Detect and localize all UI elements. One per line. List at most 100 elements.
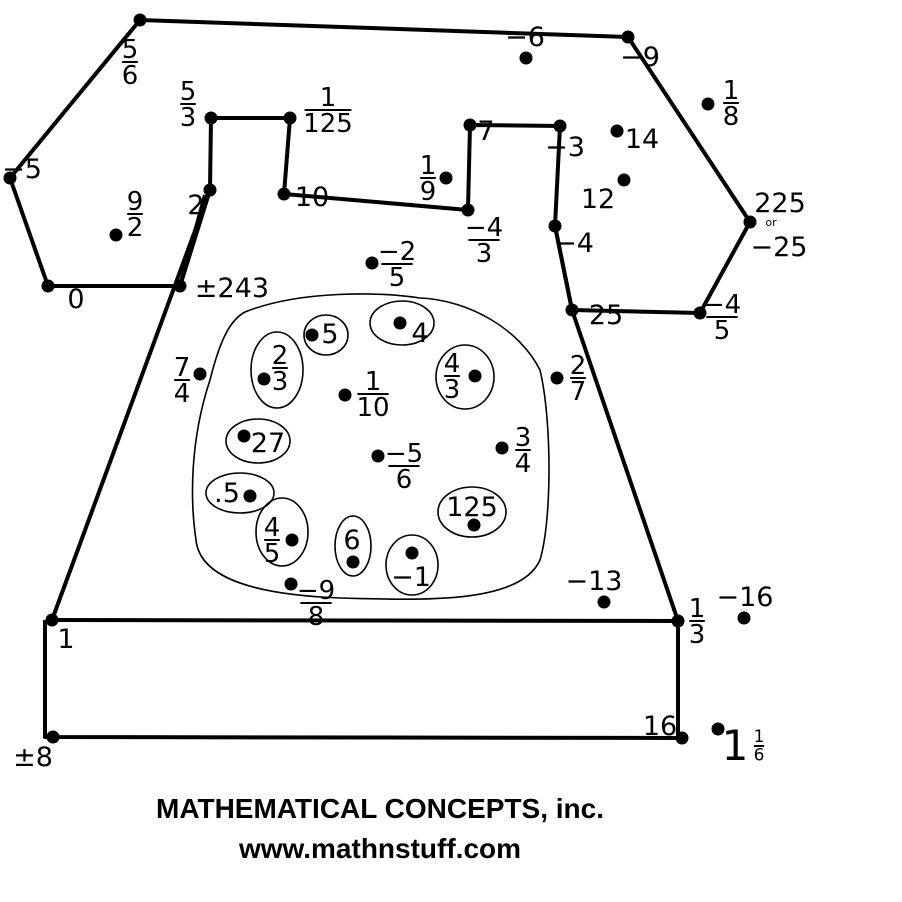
dot	[737, 611, 751, 625]
dot	[277, 187, 291, 201]
dot	[203, 183, 217, 197]
fraction-label: 92	[127, 187, 144, 243]
number-label: 5	[321, 319, 338, 350]
label-text: 12	[581, 184, 615, 215]
dot	[243, 489, 257, 503]
dot	[405, 546, 419, 560]
denominator: 3	[180, 103, 197, 133]
denominator: 7	[570, 377, 587, 407]
numerator: 4	[264, 513, 281, 543]
fraction-label: 18	[723, 76, 740, 132]
dot	[204, 111, 218, 125]
denominator: 9	[420, 177, 437, 207]
numerator: −4	[703, 290, 741, 320]
number-label: 125	[446, 492, 498, 523]
number-label: −3	[545, 132, 585, 163]
denominator: 3	[444, 375, 461, 405]
denominator: 4	[515, 449, 532, 479]
dot	[283, 111, 297, 125]
number-label: −4	[554, 228, 594, 259]
number-label: or	[765, 216, 777, 229]
dot	[701, 97, 715, 111]
dot	[45, 613, 59, 627]
dot	[548, 219, 562, 233]
dot	[193, 367, 207, 381]
dot	[284, 577, 298, 591]
label-text: 25	[589, 300, 623, 331]
dot	[41, 279, 55, 293]
denominator: 8	[308, 602, 325, 632]
dot	[371, 449, 385, 463]
numerator: 5	[180, 77, 197, 107]
dot	[285, 533, 299, 547]
label-text: 1	[722, 721, 749, 770]
body-left-edge-inner	[178, 194, 207, 287]
denominator: 6	[754, 745, 765, 765]
fraction-label: −98	[297, 576, 335, 632]
dot	[133, 13, 147, 27]
dot	[550, 371, 564, 385]
fraction-label: 53	[180, 77, 197, 133]
dot	[467, 518, 481, 532]
dot	[617, 173, 631, 187]
dot	[621, 30, 635, 44]
label-text: −6	[505, 22, 545, 53]
number-label: −25	[751, 232, 808, 263]
number-label: 27	[251, 428, 285, 459]
number-label: .5	[214, 478, 240, 509]
numerator: 9	[127, 187, 144, 217]
number-label: −13	[566, 566, 623, 597]
dial-outline	[191, 293, 550, 601]
fraction-label: 34	[515, 423, 532, 479]
label-text: .5	[214, 478, 240, 509]
dot	[693, 306, 707, 320]
label-text: −5	[2, 154, 42, 185]
number-label: −16	[717, 582, 774, 613]
base-outline	[43, 618, 680, 740]
dot	[305, 328, 319, 342]
number-label: 25	[589, 300, 623, 331]
label-text: 7	[477, 116, 494, 147]
dot	[461, 203, 475, 217]
numerator: 5	[122, 35, 139, 65]
number-label: ±243	[195, 273, 269, 304]
number-label: 1	[57, 624, 74, 655]
label-text: 4	[411, 318, 428, 349]
dot	[495, 441, 509, 455]
fraction-label: 23	[272, 341, 289, 397]
label-text: −9	[620, 42, 660, 73]
dot	[257, 372, 271, 386]
body-left-edge	[50, 189, 212, 621]
dot	[173, 279, 187, 293]
website-url: www.mathnstuff.com	[238, 833, 522, 864]
dot	[439, 171, 453, 185]
numerator: 1	[420, 151, 437, 181]
label-text: −4	[554, 228, 594, 259]
dot	[519, 51, 533, 65]
label-text: 0	[67, 284, 84, 315]
label-text: 14	[625, 124, 659, 155]
denominator: 5	[389, 263, 406, 293]
fraction-label: 43	[444, 349, 461, 405]
denominator: 3	[689, 620, 706, 650]
denominator: 3	[476, 239, 493, 269]
dial-hole	[435, 344, 495, 410]
label-text: 5	[321, 319, 338, 350]
label-text: ±243	[195, 273, 269, 304]
label-text: 27	[251, 428, 285, 459]
numerator: −4	[465, 213, 503, 243]
dot	[237, 429, 251, 443]
dial-hole	[250, 331, 304, 409]
number-label: 0	[67, 284, 84, 315]
label-text: 2	[187, 190, 204, 221]
denominator: 4	[174, 379, 191, 409]
numerator: 7	[174, 353, 191, 383]
numerator: 4	[444, 349, 461, 379]
dial-hole	[369, 300, 435, 346]
fraction-label: 45	[264, 513, 281, 569]
fraction-label: 27	[570, 351, 587, 407]
dial-hole	[334, 515, 372, 577]
